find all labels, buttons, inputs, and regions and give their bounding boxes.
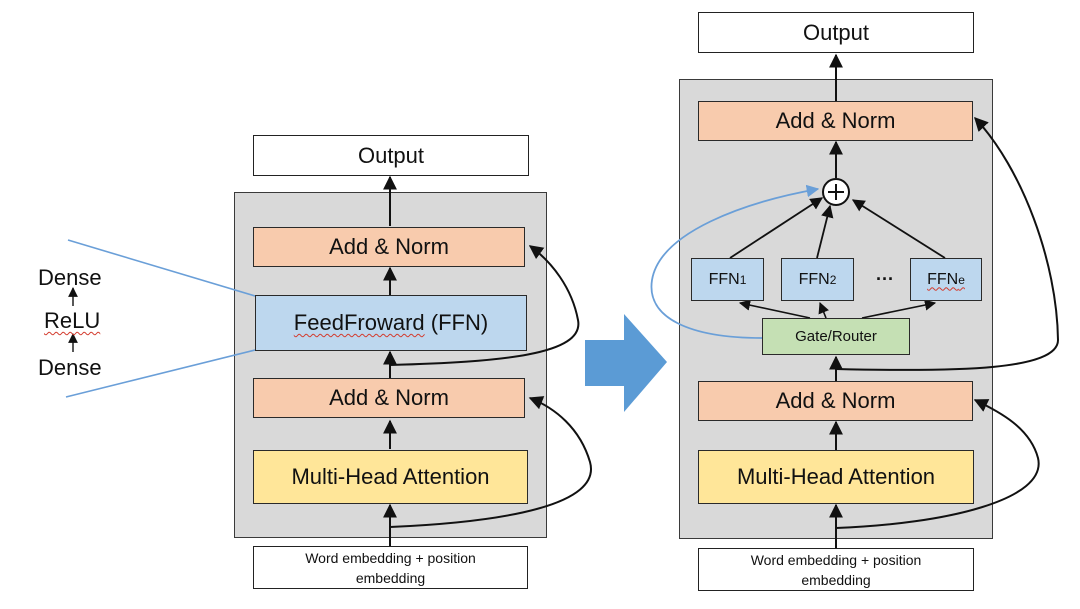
plus-sum-node [822,178,850,206]
expert-ffn-2-label: FFN [798,270,830,288]
right-output-box: Output [698,12,974,53]
expert-ellipsis: ··· [876,268,894,289]
left-ffn-label-main: FeedFroward [293,310,425,335]
left-add-norm-bottom: Add & Norm [253,378,525,418]
expansion-relu: ReLU [44,308,101,333]
transition-arrow [585,314,667,412]
left-ffn-box: FeedFroward (FFN) [255,295,527,351]
arrow-ffne-to-plus [851,199,946,259]
expansion-line-top [67,239,256,297]
residual-right-upper [835,116,1060,372]
residual-left-lower [389,396,592,528]
right-add-norm-top: Add & Norm [698,101,973,141]
arrow-ffn1-to-plus [729,197,824,259]
expert-ffn-1-sub: 1 [739,272,747,287]
arrow-gate-to-ffn2 [818,301,829,319]
left-ffn-label-suffix: (FFN) [430,310,489,335]
left-attention-box: Multi-Head Attention [253,450,528,504]
left-add-norm-top: Add & Norm [253,227,525,267]
expansion-line-bottom [65,349,256,398]
arrow-gate-to-ffn1 [738,299,811,319]
right-attention-box: Multi-Head Attention [698,450,974,504]
expansion-dense-bottom: Dense [38,355,102,380]
arrow-ffn2-to-plus [816,204,834,259]
residual-right-lower [835,399,1040,529]
expansion-dense-top: Dense [38,265,102,290]
expert-ffn-e: FFNe [910,258,982,301]
left-embedding-box: Word embedding + position embedding [253,546,528,589]
right-add-norm-bottom: Add & Norm [698,381,973,421]
residual-left-upper [389,245,580,366]
expert-ffn-e-label: FFNe [927,270,965,288]
expert-ffn-1-label: FFN [708,270,740,288]
left-output-box: Output [253,135,529,176]
arrow-gate-to-ffne [861,299,937,319]
routing-weight-curve [650,184,820,339]
right-embedding-box: Word embedding + position embedding [698,548,974,591]
gate-router-box: Gate/Router [762,318,910,355]
expert-ffn-2-sub: 2 [829,272,837,287]
